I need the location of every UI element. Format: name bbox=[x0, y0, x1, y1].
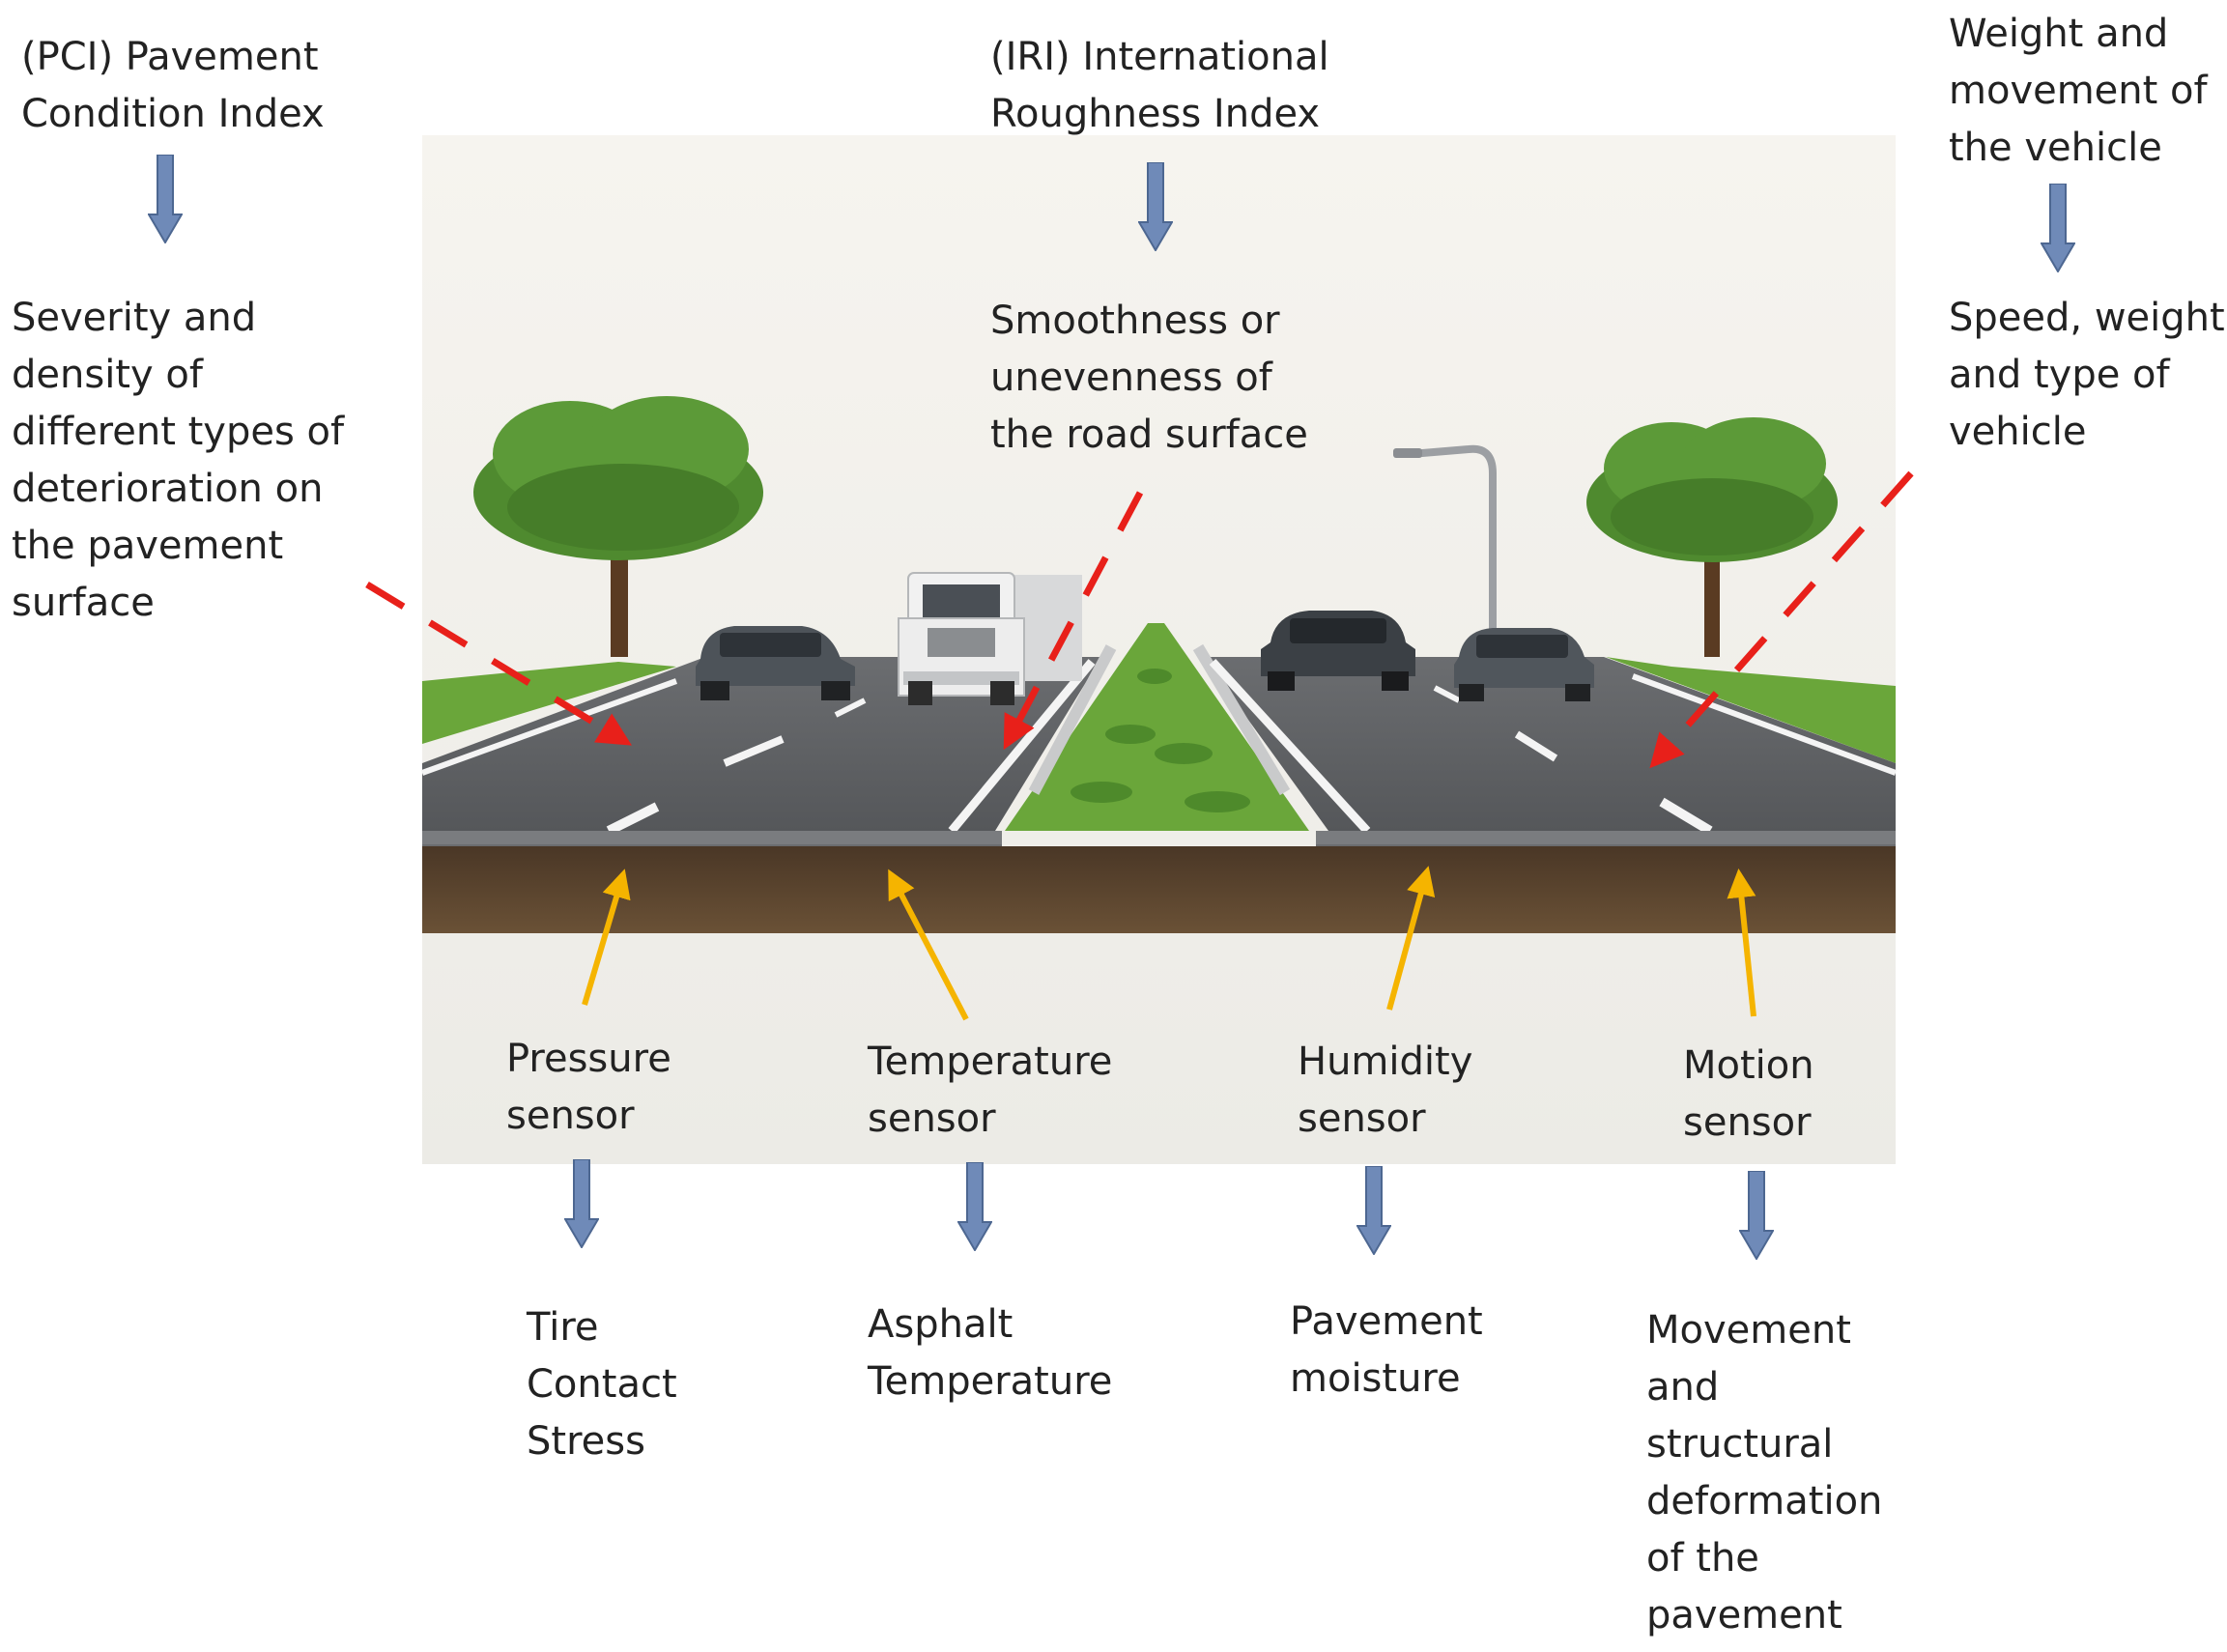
vehicle-label: Weight and movement of the vehicle bbox=[1949, 12, 2208, 170]
humidity-sensor-label: Humidity sensor bbox=[1298, 1040, 1473, 1141]
motion-sensor-arrow bbox=[1727, 869, 1756, 1017]
pressure-sensor-arrow bbox=[582, 869, 631, 1006]
vehicle-description: Speed, weight and type of vehicle bbox=[1949, 296, 2225, 454]
median-guardrail-right bbox=[1192, 643, 1291, 796]
pavement-base-left bbox=[422, 831, 1002, 844]
temperature-sensor-label: Temperature sensor bbox=[868, 1040, 1113, 1141]
sensor-arrows bbox=[582, 866, 1756, 1021]
pressure-down-arrow-icon bbox=[564, 1159, 599, 1248]
median-guardrail-left bbox=[1028, 644, 1117, 795]
indicator-dashed-arrows bbox=[365, 470, 1914, 769]
iri-label: (IRI) International Roughness Index bbox=[990, 35, 1329, 136]
median-shrubs bbox=[1071, 669, 1250, 812]
left-car bbox=[696, 626, 855, 700]
temperature-down-arrow-icon bbox=[957, 1162, 992, 1251]
vehicle-dashed-arrow bbox=[1649, 470, 1914, 769]
pci-label: (PCI) Pavement Condition Index bbox=[21, 35, 325, 136]
motion-measure-label: Movement and structural deformation of t… bbox=[1646, 1308, 1883, 1638]
pci-down-arrow-icon bbox=[148, 155, 183, 243]
temperature-sensor-arrow bbox=[888, 869, 969, 1021]
right-car-far bbox=[1454, 628, 1594, 701]
left-grass-verge bbox=[422, 662, 676, 744]
humidity-down-arrow-icon bbox=[1356, 1166, 1391, 1255]
right-tree bbox=[1586, 417, 1838, 657]
humidity-sensor-arrow bbox=[1386, 866, 1436, 1011]
pci-dashed-arrow bbox=[365, 582, 632, 746]
pressure-sensor-label: Pressure sensor bbox=[506, 1037, 671, 1138]
pressure-measure-label: Tire Contact Stress bbox=[527, 1305, 677, 1464]
right-roadway bbox=[1203, 657, 1896, 831]
motion-sensor-label: Motion sensor bbox=[1683, 1043, 1814, 1145]
iri-description: Smoothness or unevenness of the road sur… bbox=[990, 299, 1308, 457]
motion-down-arrow-icon bbox=[1739, 1171, 1774, 1260]
temperature-measure-label: Asphalt Temperature bbox=[868, 1302, 1113, 1404]
right-car-near bbox=[1261, 611, 1415, 691]
iri-dashed-arrow bbox=[1003, 491, 1144, 751]
left-tree bbox=[473, 396, 763, 657]
truck bbox=[898, 572, 1082, 705]
median-grass bbox=[1005, 623, 1309, 831]
soil-layer bbox=[422, 846, 1896, 933]
vehicle-down-arrow-icon bbox=[2041, 184, 2075, 272]
humidity-measure-label: Pavement moisture bbox=[1290, 1299, 1483, 1401]
street-light bbox=[1393, 444, 1497, 657]
right-grass-verge bbox=[1606, 657, 1896, 763]
pci-description: Severity and density of different types … bbox=[12, 296, 345, 625]
iri-down-arrow-icon bbox=[1138, 162, 1173, 251]
pavement-base-right bbox=[1316, 831, 1896, 844]
